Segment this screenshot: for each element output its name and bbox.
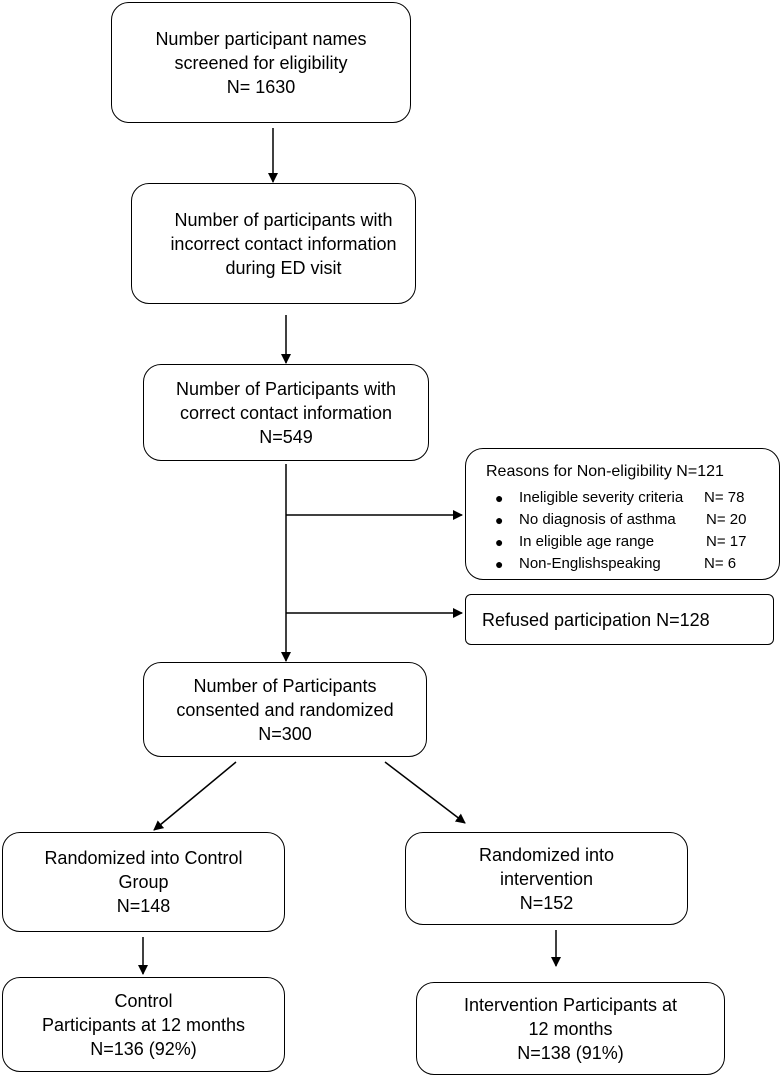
bullet-icon: ●: [495, 490, 504, 506]
reason-count: N= 20: [706, 511, 747, 528]
arrow-randomized-to-control: [153, 761, 237, 831]
reason-label: Ineligible severity criteria: [519, 489, 684, 506]
arrow-randomized-to-intervention: [384, 761, 466, 824]
screened-count: N= 1630: [226, 76, 296, 97]
reason-count: N= 17: [706, 533, 747, 550]
correct-contact-box: Number of Participants with correct cont…: [143, 364, 429, 461]
control-12m-line-1: Control: [114, 990, 173, 1011]
reason-label: Non-Englishspeaking: [519, 555, 661, 572]
intervention-group-line-2: intervention: [499, 868, 594, 889]
intervention-group-count: N=152: [519, 892, 574, 913]
non-eligibility-box: Reasons for Non-eligibility N=121 ● Inel…: [465, 448, 780, 580]
bullet-icon: ●: [495, 534, 504, 550]
reason-label: No diagnosis of asthma: [519, 511, 676, 528]
control-group-line-2: Group: [118, 872, 169, 892]
randomized-line-1: Number of Participants: [193, 675, 377, 696]
control-12m-line-2: Participants at 12 months: [41, 1014, 246, 1035]
intervention-12m-line-2: 12 months: [528, 1018, 613, 1039]
correct-contact-line-1: Number of Participants with: [175, 378, 397, 399]
reason-count: N= 78: [704, 489, 745, 506]
control-group-box: Randomized into Control Group N=148: [2, 832, 285, 932]
incorrect-contact-line-3: during ED visit: [225, 257, 342, 278]
refused-box: Refused participation N=128: [465, 594, 774, 645]
reason-count: N= 6: [704, 555, 737, 572]
bullet-icon: ●: [495, 556, 504, 572]
randomized-box: Number of Participants consented and ran…: [143, 662, 427, 757]
intervention-group-box: Randomized into intervention N=152: [405, 832, 688, 925]
randomized-line-2: consented and randomized: [176, 699, 394, 720]
non-eligibility-title: Reasons for Non-eligibility N=121: [486, 463, 724, 480]
screened-line-2: screened for eligibility: [174, 52, 348, 73]
correct-contact-line-2: correct contact information: [179, 402, 393, 423]
control-group-line-1: Randomized into Control: [44, 848, 243, 868]
screened-box: Number participant names screened for el…: [111, 2, 411, 123]
intervention-12m-line-1: Intervention Participants at: [463, 994, 678, 1015]
control-12m-box: Control Participants at 12 months N=136 …: [2, 977, 285, 1072]
control-12m-count: N=136 (92%): [90, 1038, 197, 1059]
intervention-12m-count: N=138 (91%): [517, 1042, 624, 1063]
incorrect-contact-line-2: incorrect contact information: [170, 233, 397, 254]
correct-contact-count: N=549: [259, 426, 313, 447]
refused-text: Refused participation N=128: [482, 609, 710, 630]
incorrect-contact-line-1: Number of participants with: [174, 209, 393, 230]
screened-line-1: Number participant names: [155, 28, 367, 49]
bullet-icon: ●: [495, 512, 504, 528]
incorrect-contact-box: Number of participants with incorrect co…: [131, 183, 416, 304]
randomized-count: N=300: [258, 723, 312, 744]
intervention-group-line-1: Randomized into: [478, 844, 615, 865]
intervention-12m-box: Intervention Participants at 12 months N…: [416, 982, 725, 1075]
reason-label: In eligible age range: [519, 533, 655, 550]
control-group-count: N=148: [116, 896, 171, 916]
